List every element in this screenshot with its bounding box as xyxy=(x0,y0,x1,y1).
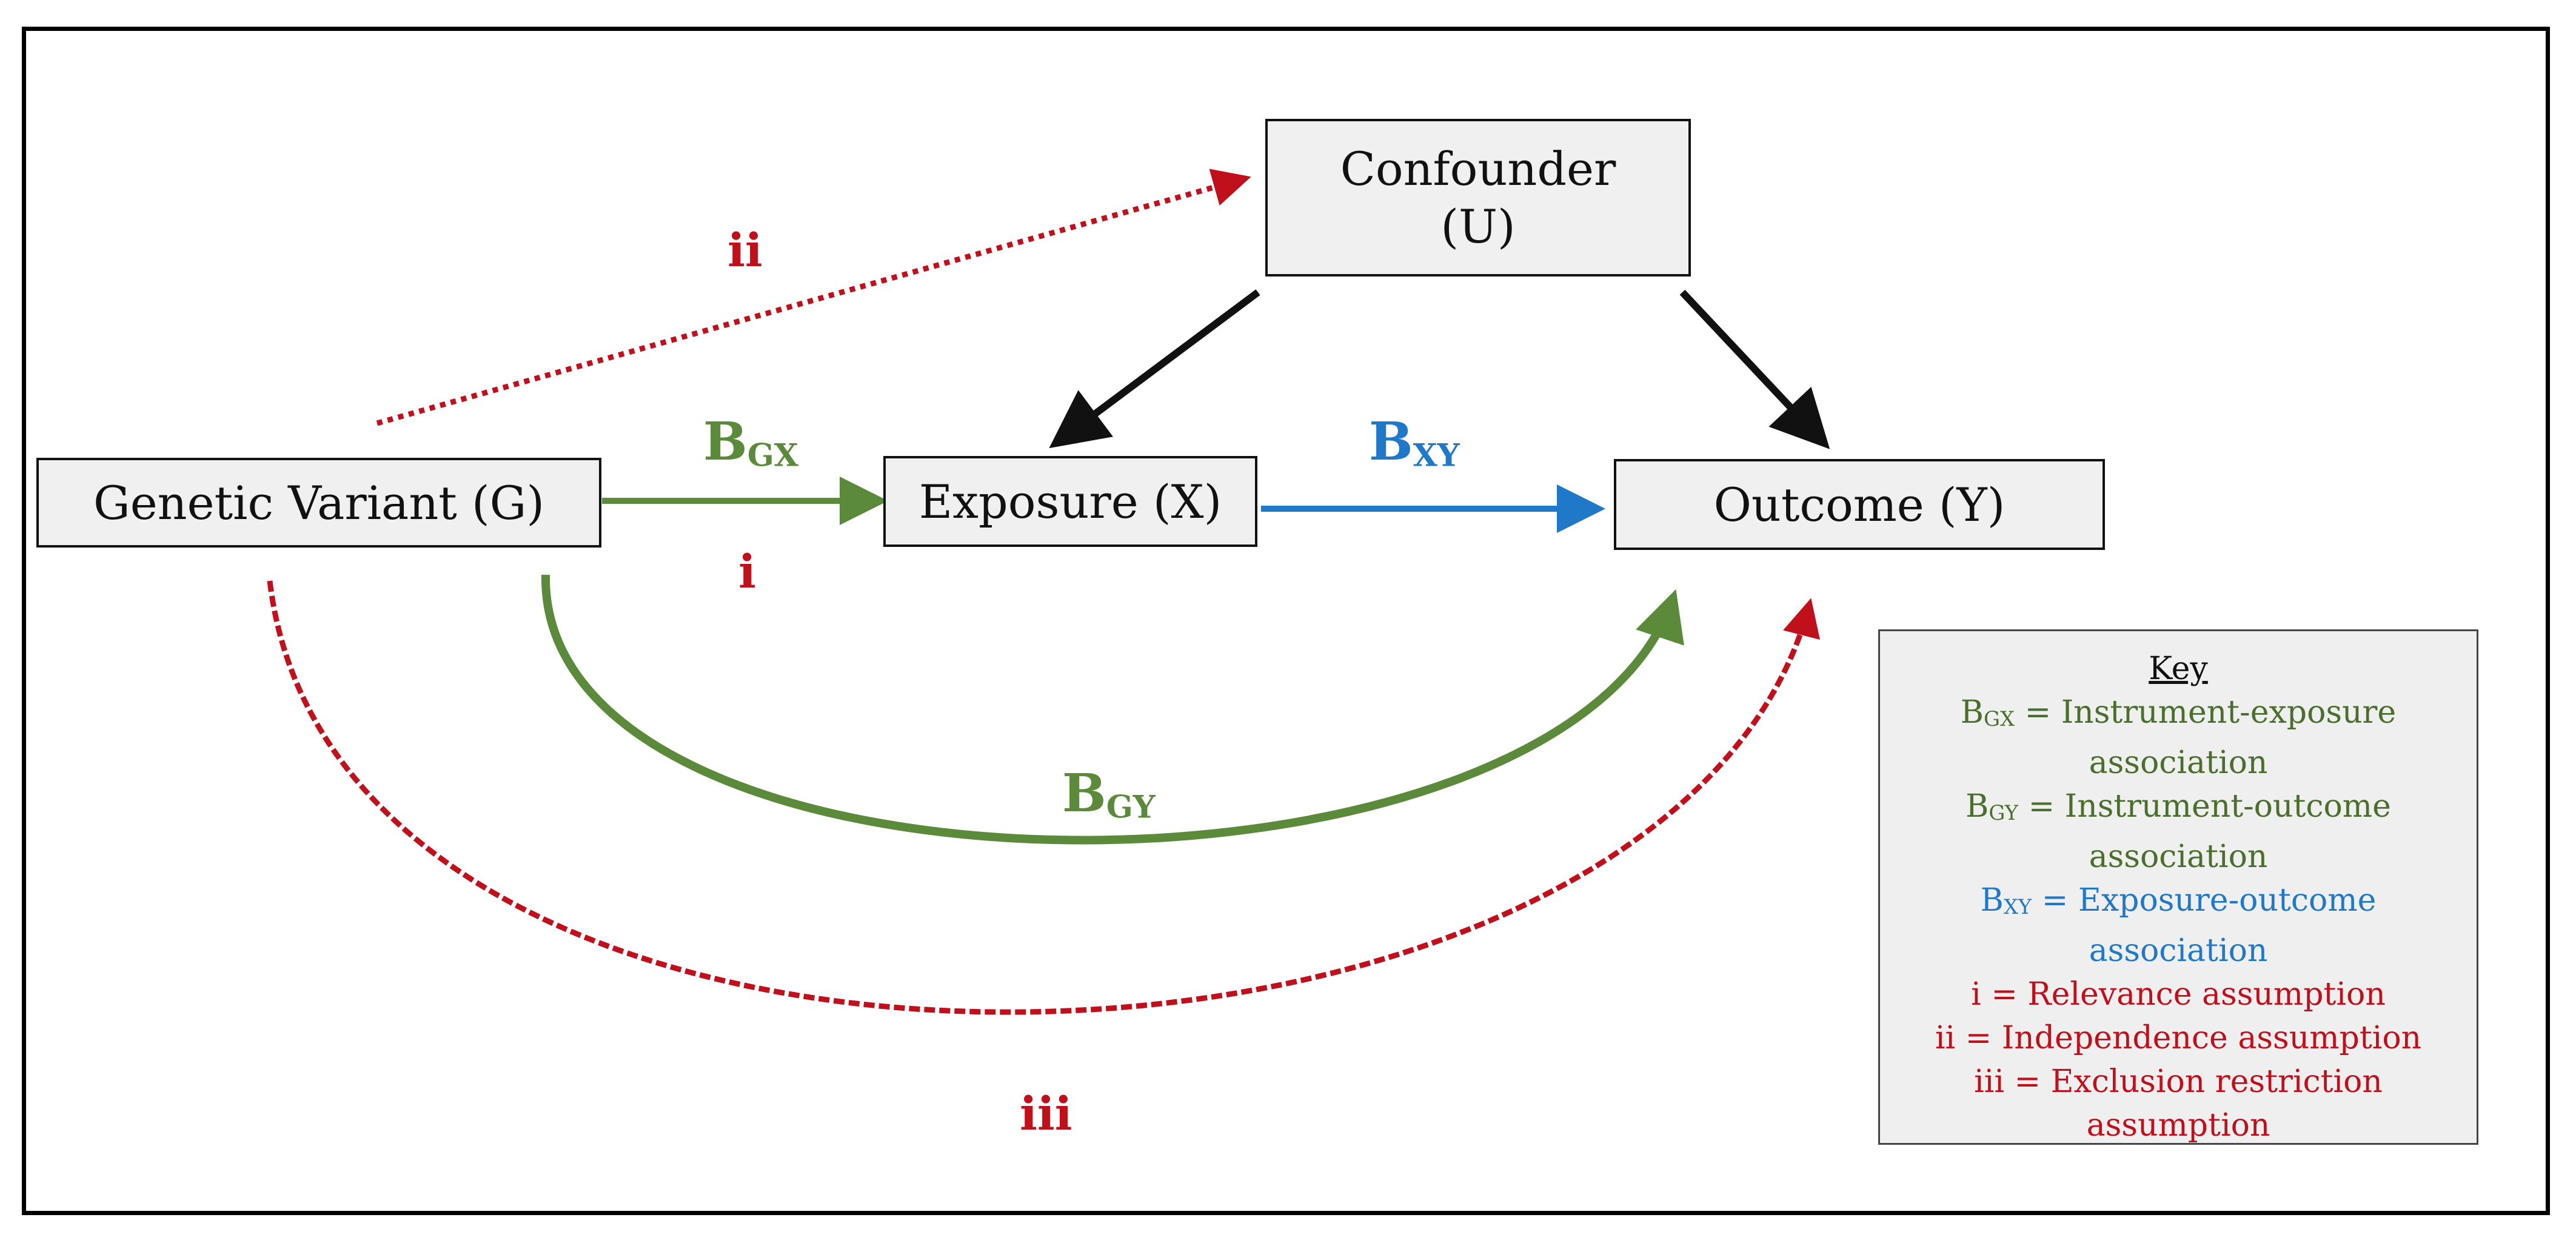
relevance-label-i: i xyxy=(738,544,756,598)
key-iii-line2: assumption xyxy=(2086,1107,2270,1144)
key-bgx-subscript: GX xyxy=(1984,707,2015,731)
edge-genetic-outcome-iii xyxy=(267,580,1820,1015)
bxy-label: BXY xyxy=(1369,411,1460,474)
independence-label-ii: ii xyxy=(728,223,763,277)
edge-genetic-outcome-bgy xyxy=(541,574,1684,845)
exposure-label: Exposure (X) xyxy=(918,474,1222,529)
exposure-node: Exposure (X) xyxy=(883,456,1257,547)
key-bgy-line2: association xyxy=(2089,839,2268,876)
bgy-base: B xyxy=(1062,763,1106,824)
outcome-label: Outcome (Y) xyxy=(1713,477,2006,532)
key-bgy-base: B xyxy=(1965,788,1989,825)
key-bgx-line2: association xyxy=(2089,745,2268,782)
key-bxy-line2: association xyxy=(2089,933,2268,970)
bgx-label: BGX xyxy=(703,411,798,474)
outcome-node: Outcome (Y) xyxy=(1614,459,2105,550)
bgy-subscript: GY xyxy=(1106,789,1156,826)
key-title: Key xyxy=(2149,651,2208,687)
diagram-frame xyxy=(22,27,2550,1215)
genetic-variant-node: Genetic Variant (G) xyxy=(36,458,601,548)
bxy-subscript: XY xyxy=(1413,437,1460,474)
confounder-symbol: (U) xyxy=(1440,199,1516,253)
bgy-label: BGY xyxy=(1062,763,1156,825)
key-bgy-line: BGY = Instrument-outcome xyxy=(1880,785,2477,835)
key-bxy-base: B xyxy=(1980,882,2004,919)
edge-confounder-outcome xyxy=(1679,289,1830,449)
exclusion-label-iii: iii xyxy=(1020,1087,1072,1141)
edge-confounder-exposure xyxy=(1049,289,1260,449)
confounder-label: Confounder xyxy=(1340,142,1616,196)
key-bxy-line: BXY = Exposure-outcome xyxy=(1880,879,2477,929)
key-i-line: i = Relevance assumption xyxy=(1971,976,2386,1013)
genetic-variant-label: Genetic Variant (G) xyxy=(93,475,544,530)
key-bxy-text: = Exposure-outcome xyxy=(2032,882,2377,919)
key-ii-line: ii = Independence assumption xyxy=(1935,1020,2422,1057)
key-bgx-base: B xyxy=(1960,694,1984,731)
bgx-subscript: GX xyxy=(747,437,798,474)
bgx-base: B xyxy=(703,411,748,472)
key-bgx-text: = Instrument-exposure xyxy=(2015,694,2397,731)
bxy-base: B xyxy=(1369,411,1413,472)
key-legend: Key BGX = Instrument-exposure associatio… xyxy=(1878,629,2478,1145)
edge-genetic-confounder-ii xyxy=(376,169,1251,426)
confounder-node: Confounder (U) xyxy=(1265,119,1691,276)
key-bgy-text: = Instrument-outcome xyxy=(2018,788,2391,825)
key-iii-line: iii = Exclusion restriction xyxy=(1974,1064,2383,1101)
key-bxy-subscript: XY xyxy=(2003,895,2032,919)
key-bgx-line: BGX = Instrument-exposure xyxy=(1880,691,2477,741)
key-bgy-subscript: GY xyxy=(1989,801,2019,825)
